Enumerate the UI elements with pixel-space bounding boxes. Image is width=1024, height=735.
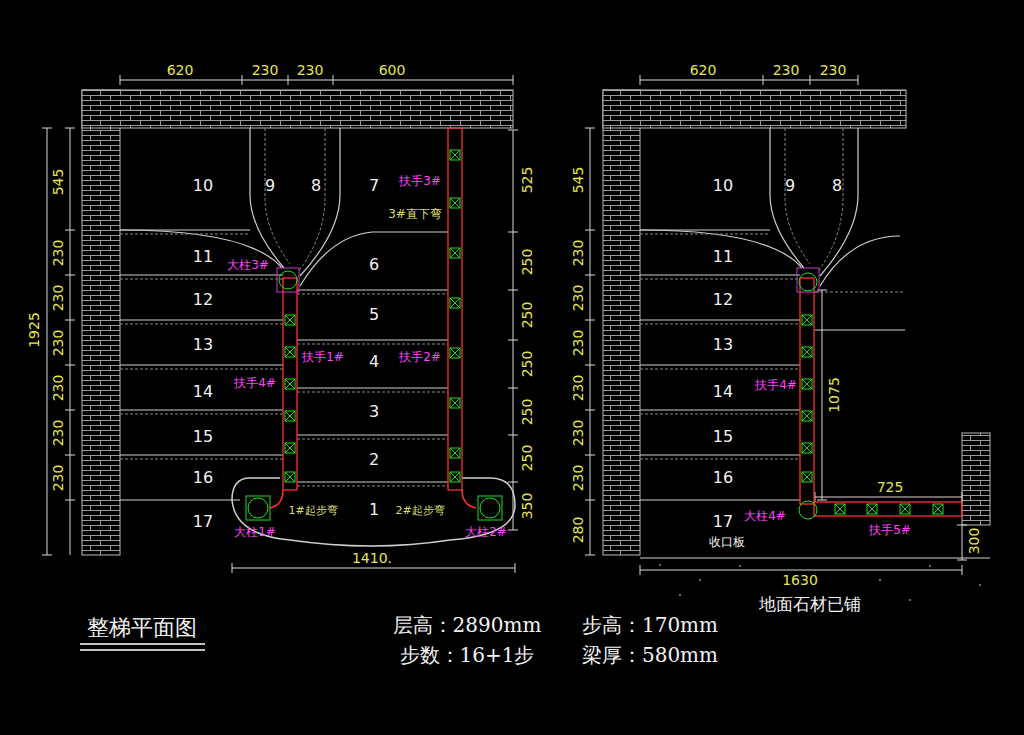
dimension: 250 [520, 399, 534, 426]
note: 收口板 [709, 536, 745, 548]
dimension: 545 [571, 167, 585, 194]
dimension: 230 [51, 240, 65, 267]
dimension: 230 [51, 375, 65, 402]
step-number: 5 [369, 307, 379, 323]
dimension: 545 [51, 169, 65, 196]
dimension: 230 [773, 63, 800, 77]
step-number: 16 [193, 470, 213, 486]
dimension: 230 [571, 285, 585, 312]
step-number: 13 [713, 337, 733, 353]
step-number: 13 [193, 337, 213, 353]
dimension: 1075 [827, 377, 841, 413]
step-number: 15 [713, 429, 733, 445]
step-number: 9 [785, 178, 795, 194]
step-number: 11 [713, 249, 733, 265]
dimension: 230 [51, 420, 65, 447]
note: 地面石材已铺 [759, 596, 861, 613]
part-callout: 扶手2# [399, 351, 441, 363]
note: 层高：2890mm [393, 615, 542, 635]
dimension: 230 [252, 63, 279, 77]
dimension: 1410. [352, 551, 392, 565]
dimension: 230 [51, 465, 65, 492]
dimension: 230 [571, 240, 585, 267]
step-number: 10 [713, 178, 733, 194]
note: 步高：170mm [582, 615, 718, 635]
part-callout: 扶手1# [302, 351, 344, 363]
step-number: 17 [713, 514, 733, 530]
step-number: 10 [193, 178, 213, 194]
dimension: 230 [571, 375, 585, 402]
drawing-title: 整梯平面图 [87, 617, 197, 639]
step-number: 11 [193, 249, 213, 265]
dimension: 230 [51, 285, 65, 312]
part-callout: 1#起步弯 [288, 505, 337, 516]
step-number: 14 [193, 384, 213, 400]
dimension: 300 [967, 528, 981, 555]
step-number: 3 [369, 404, 379, 420]
dimension: 350 [520, 493, 534, 520]
dimension: 250 [520, 445, 534, 472]
step-number: 15 [193, 429, 213, 445]
note: 梁厚：580mm [582, 645, 718, 665]
dimension: 230 [571, 465, 585, 492]
dimension: 230 [820, 63, 847, 77]
dimension: 230 [571, 330, 585, 357]
part-callout: 大柱4# [744, 510, 786, 522]
dimension: 620 [167, 63, 194, 77]
step-number: 4 [369, 354, 379, 370]
dimension: 600 [379, 63, 406, 77]
step-number: 8 [832, 178, 842, 194]
part-callout: 3#直下弯 [388, 208, 442, 220]
step-number: 12 [713, 292, 733, 308]
step-number: 1 [369, 502, 379, 518]
dimension: 1925 [27, 312, 41, 348]
part-callout: 扶手3# [399, 175, 441, 187]
part-callout: 扶手4# [234, 377, 276, 389]
step-number: 14 [713, 384, 733, 400]
dimension: 250 [520, 302, 534, 329]
note: 步数：16+1步 [400, 645, 535, 665]
step-number: 9 [265, 178, 275, 194]
dimension: 250 [520, 249, 534, 276]
step-number: 16 [713, 470, 733, 486]
step-number: 17 [193, 514, 213, 530]
step-number: 12 [193, 292, 213, 308]
step-number: 6 [369, 257, 379, 273]
part-callout: 大柱2# [465, 526, 507, 538]
dimension: 230 [297, 63, 324, 77]
step-number: 8 [311, 178, 321, 194]
part-callout: 大柱1# [234, 526, 276, 538]
dimension: 230 [571, 420, 585, 447]
step-number: 7 [369, 178, 379, 194]
dimension: 620 [690, 63, 717, 77]
dimension: 525 [520, 167, 534, 194]
part-callout: 扶手4# [755, 379, 797, 391]
step-number: 2 [369, 452, 379, 468]
part-callout: 扶手5# [869, 524, 911, 536]
dimension: 280 [571, 517, 585, 544]
part-callout: 大柱3# [227, 259, 269, 271]
dimension: 1630 [782, 573, 818, 587]
part-callout: 2#起步弯 [395, 505, 444, 516]
dimension: 230 [51, 330, 65, 357]
dimension: 250 [520, 351, 534, 378]
dimension: 725 [877, 480, 904, 494]
